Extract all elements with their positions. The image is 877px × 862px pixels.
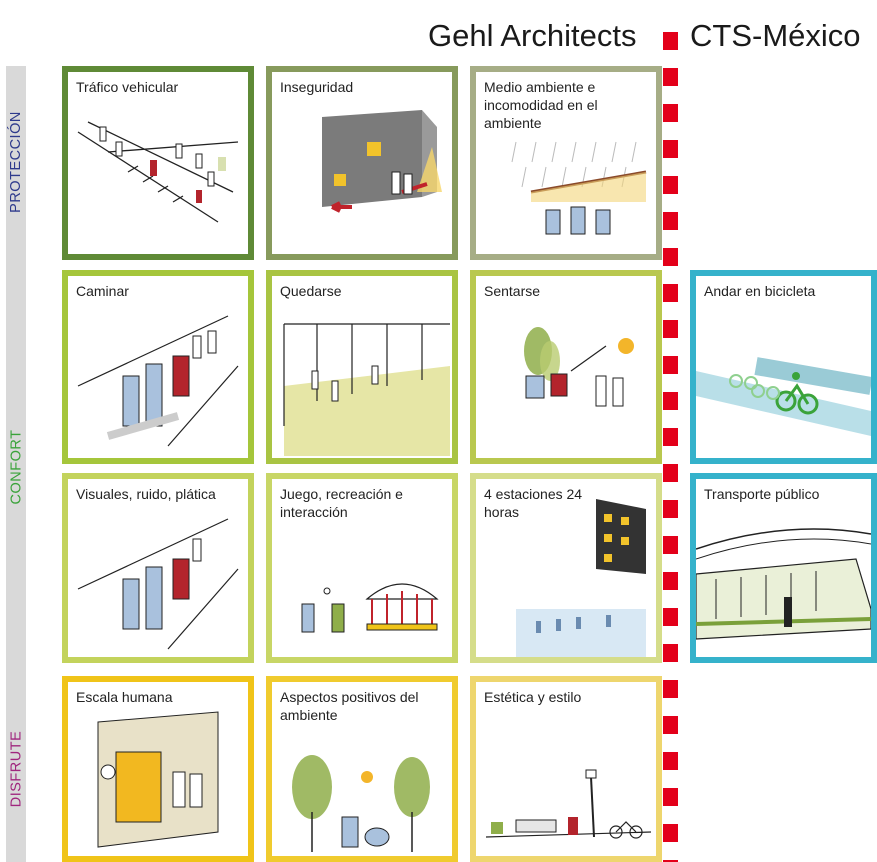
card-label: Juego, recreación e interacción [280,486,403,521]
bicycle-lane-illustration [696,357,871,436]
card-sentarse: Sentarse [470,270,662,464]
card-quedarse: Quedarse [266,270,458,464]
card-4-estaciones: 4 estaciones 24 horas [470,473,662,663]
card-label: Sentarse [484,283,541,299]
card-trafico-vehicular: Tráfico vehicular [62,66,254,260]
card-transporte-publico: Transporte público [690,473,877,663]
card-andar-en-bicicleta: Andar en bicicleta [690,270,877,464]
category-sidebar: PROTECCIÓN CONFORT DISFRUTE [6,66,26,862]
sidebar-background [6,66,26,862]
walking-people-illustration [77,315,239,447]
card-label: Medio ambiente e incomodidad en el ambie… [484,79,598,132]
storefront-illustration [97,711,219,848]
card-visuales-ruido-platica: Visuales, ruido, plática [62,473,254,663]
trees-sun-illustration [292,755,430,852]
category-disfrute: DISFRUTE [6,676,26,862]
card-label: Escala humana [76,689,173,705]
card-label: Estética y estilo [484,689,582,705]
traffic-crowd-illustration [77,121,239,223]
column-separator [663,32,678,862]
dark-building-illustration [322,110,442,213]
header-gehl-architects: Gehl Architects [428,18,637,53]
card-label: Quedarse [280,283,342,299]
category-disfrute-label: DISFRUTE [8,730,24,808]
card-caminar: Caminar [62,270,254,464]
street-furniture-illustration [485,769,652,839]
card-estetica-y-estilo: Estética y estilo [470,676,662,862]
carousel-illustration [301,583,439,633]
card-label: 4 estaciones 24 horas [484,486,583,521]
card-label: Visuales, ruido, plática [76,486,216,502]
card-label: Caminar [76,283,129,299]
card-escala-humana: Escala humana [62,676,254,862]
building-night-illustration [516,499,646,657]
rain-shelter-illustration [511,141,647,235]
category-confort: CONFORT [6,262,26,672]
card-inseguridad: Inseguridad [266,66,458,260]
sitting-people-illustration [524,327,634,407]
card-aspectos-positivos: Aspectos positivos del ambiente [266,676,458,862]
tram-illustration [696,528,871,640]
arcade-people-illustration [283,323,450,456]
card-label: Tráfico vehicular [76,79,179,95]
card-label: Aspectos positivos del ambiente [280,689,419,724]
card-juego-recreacion: Juego, recreación e interacción [266,473,458,663]
talking-people-illustration [77,518,239,650]
card-label: Inseguridad [280,79,354,95]
category-confort-label: CONFORT [8,429,24,505]
card-label: Transporte público [704,486,820,502]
category-proteccion: PROTECCIÓN [6,66,26,258]
card-label: Andar en bicicleta [704,283,816,299]
header-cts-mexico: CTS-México [690,18,861,53]
category-proteccion-label: PROTECCIÓN [8,111,25,213]
card-medio-ambiente: Medio ambiente e incomodidad en el ambie… [470,66,662,260]
